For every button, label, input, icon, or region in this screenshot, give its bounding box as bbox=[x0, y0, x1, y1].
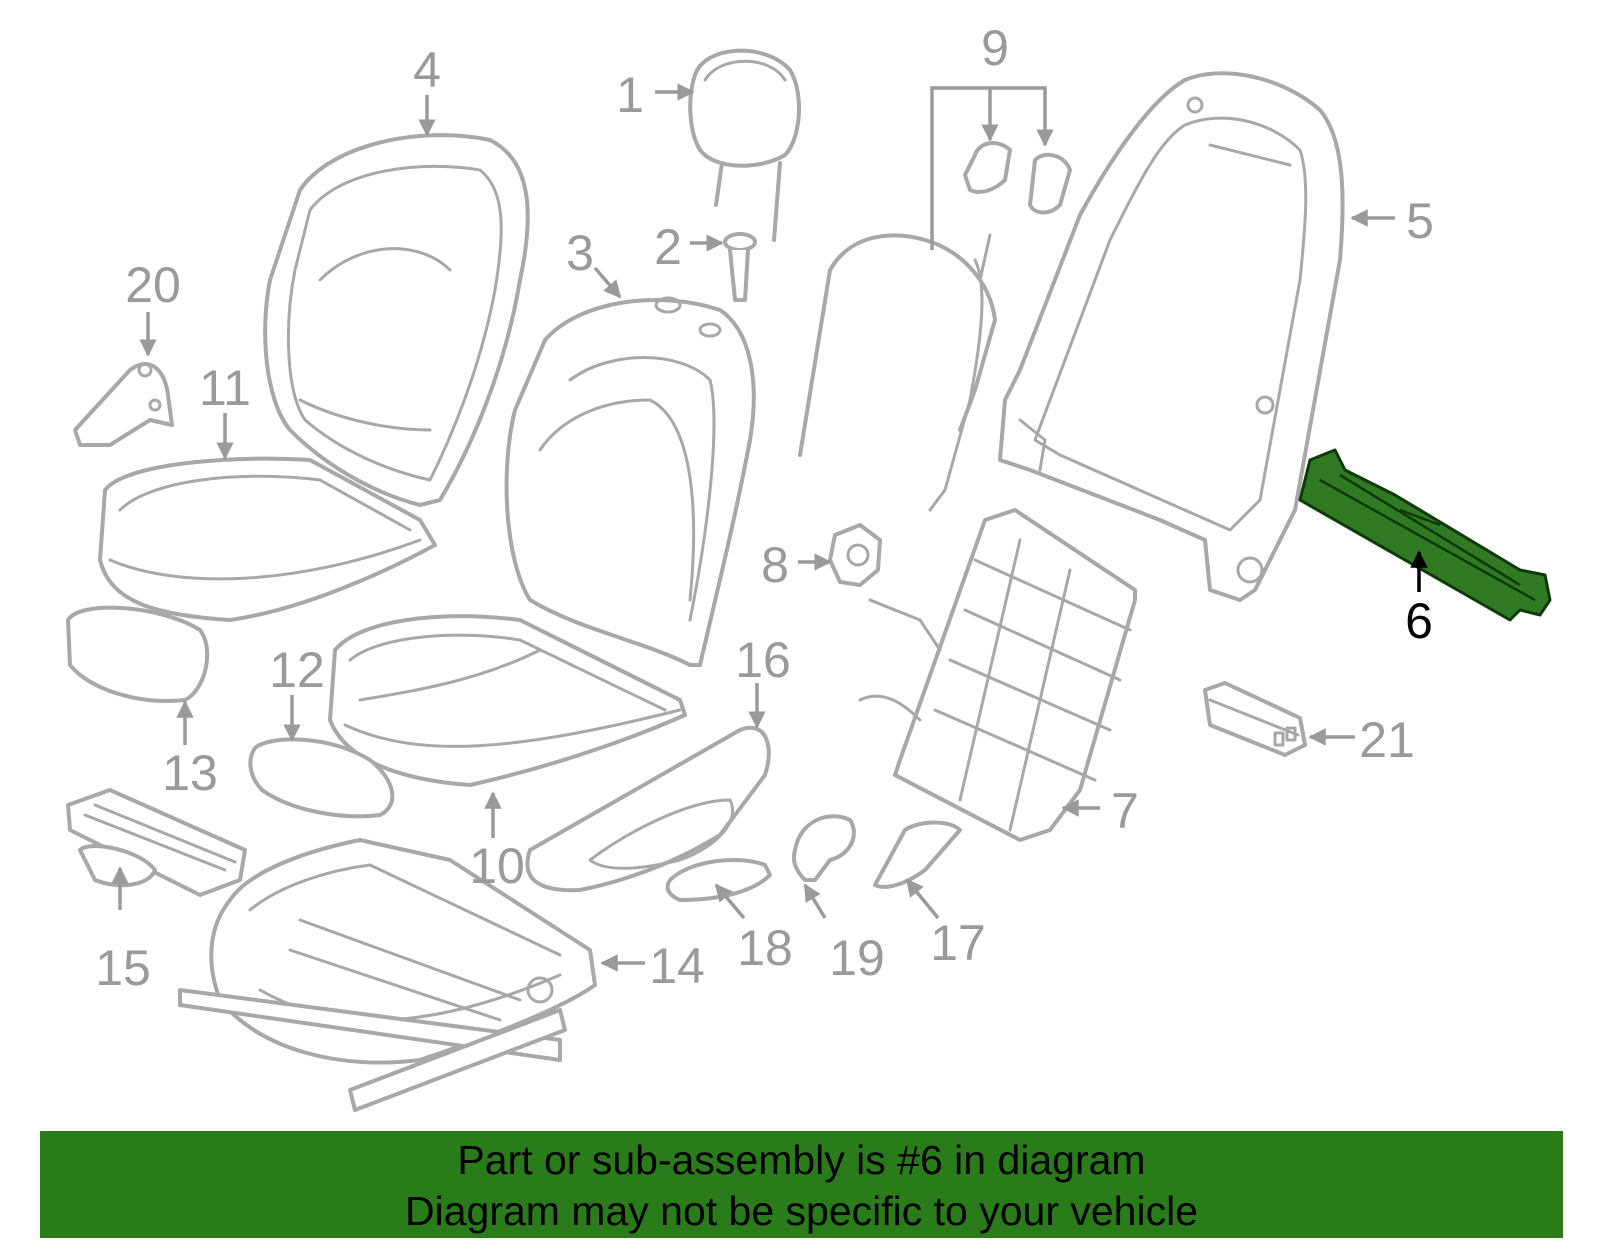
callout-17: 17 bbox=[930, 915, 986, 971]
part-knob bbox=[828, 523, 882, 587]
callout-12: 12 bbox=[269, 642, 325, 698]
part-pad-12 bbox=[248, 737, 395, 819]
callout-3: 3 bbox=[566, 225, 594, 281]
part-seat-frame bbox=[178, 838, 597, 1112]
callout-16: 16 bbox=[735, 632, 791, 688]
part-cushion-foam bbox=[328, 614, 687, 787]
info-banner: Part or sub-assembly is #6 in diagram Di… bbox=[40, 1131, 1563, 1238]
callout-13: 13 bbox=[162, 745, 218, 801]
part-cover bbox=[873, 820, 962, 889]
callout-8: 8 bbox=[761, 537, 789, 593]
part-mat bbox=[66, 788, 247, 897]
callout-15: 15 bbox=[95, 940, 151, 996]
callout-6[interactable]: 6 bbox=[1405, 593, 1433, 649]
callout-5: 5 bbox=[1406, 193, 1434, 249]
callout-4: 4 bbox=[413, 42, 441, 98]
part-6-highlighted[interactable] bbox=[1298, 448, 1552, 622]
part-handle bbox=[791, 814, 856, 882]
callout-9: 9 bbox=[981, 20, 1009, 76]
callout-7: 7 bbox=[1111, 783, 1139, 839]
callout-10: 10 bbox=[469, 838, 525, 894]
callout-21: 21 bbox=[1359, 712, 1415, 768]
callout-14: 14 bbox=[649, 938, 705, 994]
part-pad-13 bbox=[66, 605, 210, 703]
part-module bbox=[1203, 681, 1307, 757]
part-guide-sleeve bbox=[723, 232, 757, 302]
part-spring-mat bbox=[858, 508, 1137, 842]
part-trim-18 bbox=[665, 858, 772, 902]
callout-2: 2 bbox=[654, 219, 682, 275]
part-backrest-foam bbox=[504, 296, 756, 667]
part-headrest bbox=[688, 48, 802, 242]
part-lumbar-assembly bbox=[798, 141, 1072, 512]
part-side-trim bbox=[525, 725, 771, 893]
banner-line-2: Diagram may not be specific to your vehi… bbox=[404, 1188, 1198, 1234]
part-backrest-cover bbox=[263, 133, 530, 507]
banner-line-1: Part or sub-assembly is #6 in diagram bbox=[457, 1137, 1146, 1183]
leader-lines bbox=[111, 83, 1428, 972]
part-bracket bbox=[73, 362, 174, 447]
callout-19: 19 bbox=[829, 930, 885, 986]
callout-1: 1 bbox=[616, 67, 644, 123]
part-backrest-frame bbox=[998, 71, 1345, 602]
part-cushion-cover bbox=[98, 456, 437, 622]
callout-18: 18 bbox=[737, 920, 793, 976]
callout-11: 11 bbox=[199, 360, 251, 416]
callout-20: 20 bbox=[125, 257, 181, 313]
